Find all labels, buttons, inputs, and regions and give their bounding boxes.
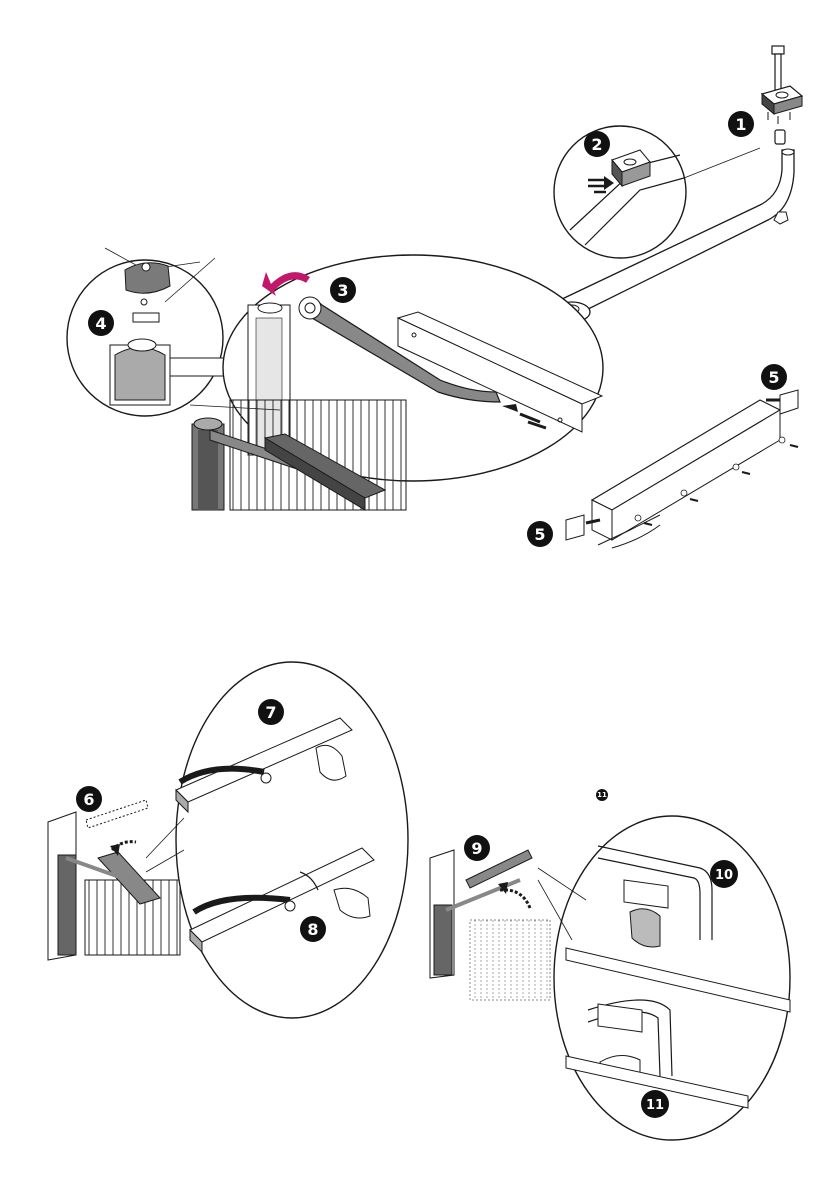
step-number-2: 2	[591, 135, 602, 154]
rotate-arrow-icon	[500, 890, 530, 908]
end-cap-icon	[780, 390, 798, 414]
step-number-11: 11	[646, 1098, 664, 1113]
bushing-icon	[775, 130, 785, 144]
gate-icon	[190, 400, 406, 510]
step-badge-9: 9	[464, 835, 490, 861]
step-number-4: 4	[95, 314, 106, 333]
step-badge-4: 4	[88, 310, 114, 336]
step-number-7: 7	[265, 703, 276, 722]
step5-rail	[566, 390, 798, 548]
step-badge-3: 3	[330, 277, 356, 303]
inline-step-reference: 11	[596, 789, 608, 801]
step-badge-5a: 5	[761, 364, 787, 390]
step-number-8: 8	[307, 920, 318, 939]
step4-zoom	[67, 248, 230, 416]
step-badge-6: 6	[76, 786, 102, 812]
step-badge-1: 1	[728, 111, 754, 137]
step-badge-10: 10	[710, 860, 738, 888]
step1011-zoom	[538, 816, 790, 1140]
step9-gate	[430, 850, 550, 1000]
step-number-5a: 5	[768, 368, 779, 387]
step-number-5b: 5	[534, 525, 545, 544]
step-badge-2: 2	[584, 131, 610, 157]
bolt-icon	[772, 46, 784, 90]
step-number-3: 3	[337, 281, 348, 300]
end-cap-icon	[566, 515, 584, 540]
step-badge-11: 11	[641, 1090, 669, 1118]
step-number-1: 1	[735, 115, 746, 134]
step-badge-5b: 5	[527, 521, 553, 547]
step-number-10: 10	[715, 868, 733, 883]
step-badge-7: 7	[258, 699, 284, 725]
step6-gate	[48, 800, 180, 960]
step-number-6: 6	[83, 790, 94, 809]
bracket-icon	[762, 86, 802, 124]
step-badge-8: 8	[300, 916, 326, 942]
step-number-9: 9	[471, 839, 482, 858]
